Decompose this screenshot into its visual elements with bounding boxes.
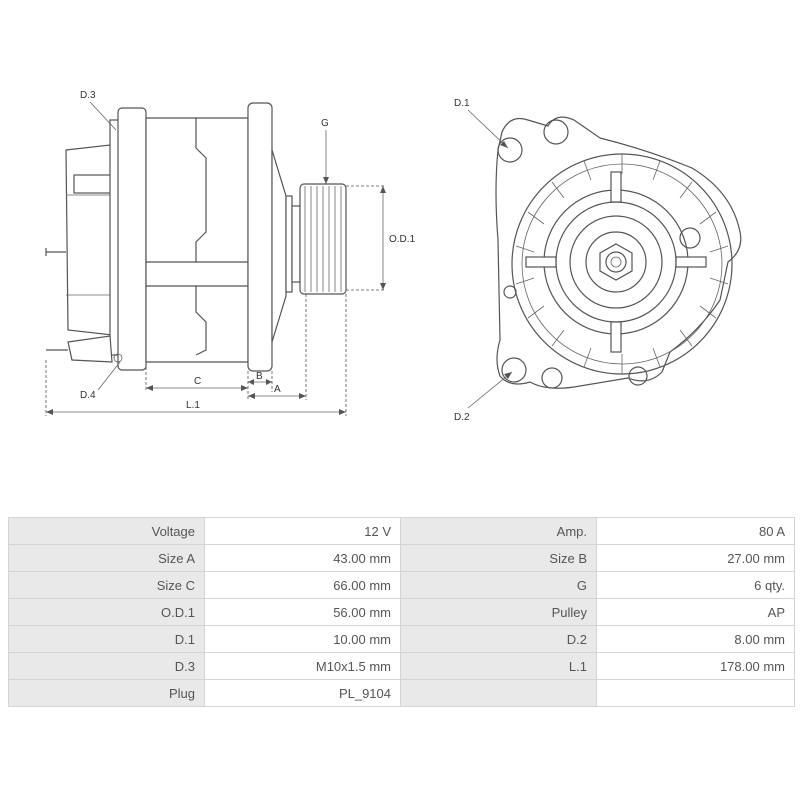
spec-label xyxy=(400,679,597,707)
spec-value: 27.00 mm xyxy=(596,544,795,572)
table-row: Voltage 12 V Amp. 80 A xyxy=(8,517,795,545)
label-d1: D.1 xyxy=(454,98,470,109)
label-l1: L.1 xyxy=(186,400,200,411)
table-row: Size C 66.00 mm G 6 qty. xyxy=(8,571,795,599)
spec-label: Size B xyxy=(400,544,597,572)
alternator-front-view xyxy=(467,109,742,409)
table-row: D.1 10.00 mm D.2 8.00 mm xyxy=(8,625,795,653)
spec-label: Plug xyxy=(8,679,205,707)
table-row: O.D.1 56.00 mm Pulley AP xyxy=(8,598,795,626)
spec-value: 178.00 mm xyxy=(596,652,795,680)
label-c: C xyxy=(194,376,201,387)
spec-value: 80 A xyxy=(596,517,795,545)
spec-label: D.1 xyxy=(8,625,205,653)
spec-value: 8.00 mm xyxy=(596,625,795,653)
table-row: Plug PL_9104 xyxy=(8,679,795,707)
spec-label: G xyxy=(400,571,597,599)
spec-value xyxy=(596,679,795,707)
label-g: G xyxy=(321,118,329,129)
spec-label: Size C xyxy=(8,571,205,599)
spec-value: 12 V xyxy=(204,517,401,545)
label-d4: D.4 xyxy=(80,390,96,401)
spec-value: AP xyxy=(596,598,795,626)
spec-value: 66.00 mm xyxy=(204,571,401,599)
spec-value: PL_9104 xyxy=(204,679,401,707)
label-b: B xyxy=(256,371,263,382)
label-d3: D.3 xyxy=(80,90,96,101)
spec-value: 43.00 mm xyxy=(204,544,401,572)
spec-label: Size A xyxy=(8,544,205,572)
label-d2: D.2 xyxy=(454,412,470,423)
alternator-technical-drawing: D.3 D.4 G O.D.1 C B A L.1 D.1 D.2 xyxy=(45,90,742,423)
spec-value: 10.00 mm xyxy=(204,625,401,653)
alternator-side-view xyxy=(45,102,347,372)
spec-label: Voltage xyxy=(8,517,205,545)
side-view-dimensions xyxy=(45,101,386,416)
spec-label: Amp. xyxy=(400,517,597,545)
table-row: Size A 43.00 mm Size B 27.00 mm xyxy=(8,544,795,572)
label-a: A xyxy=(274,384,281,395)
spec-value: 6 qty. xyxy=(596,571,795,599)
spec-value: 56.00 mm xyxy=(204,598,401,626)
spec-label: O.D.1 xyxy=(8,598,205,626)
spec-label: Pulley xyxy=(400,598,597,626)
label-od1: O.D.1 xyxy=(389,234,416,245)
spec-label: D.2 xyxy=(400,625,597,653)
table-row: D.3 M10x1.5 mm L.1 178.00 mm xyxy=(8,652,795,680)
spec-label: D.3 xyxy=(8,652,205,680)
specifications-table: Voltage 12 V Amp. 80 A Size A 43.00 mm S… xyxy=(8,517,795,707)
vent-slots xyxy=(515,154,729,374)
spec-label: L.1 xyxy=(400,652,597,680)
spec-value: M10x1.5 mm xyxy=(204,652,401,680)
